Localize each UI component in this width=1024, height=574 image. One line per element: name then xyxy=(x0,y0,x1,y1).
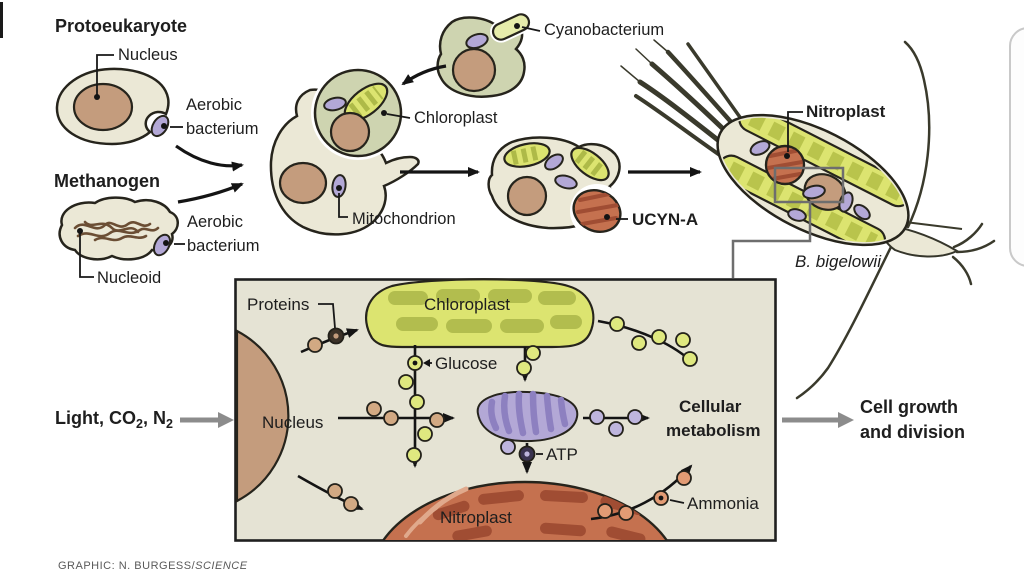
protoeukaryote-nucleus xyxy=(72,82,134,132)
atp-label: ATP xyxy=(546,445,578,464)
aerobic-bacterium-2 xyxy=(152,233,172,257)
protoeukaryote-cell xyxy=(55,67,170,146)
arrow-methanogen-to-host xyxy=(177,182,244,204)
output-annotation: Cell growth and division xyxy=(782,397,965,442)
aerobic-bacterium-callout-top: Aerobic bacterium xyxy=(161,96,258,138)
light-co2-n2-label: Light, CO2, N2 xyxy=(55,408,173,431)
inset-nucleus xyxy=(235,329,290,503)
cell-growth-label-line2: and division xyxy=(860,422,965,442)
glucose-callout: Glucose xyxy=(423,354,497,373)
stage3-cell xyxy=(487,136,624,238)
credit-line: GRAPHIC: N. BURGESS/SCIENCE xyxy=(58,560,248,572)
adjacent-card-edge xyxy=(1009,27,1024,267)
bigelowii-flagellum-lower xyxy=(795,231,900,400)
cyanobacterium-cell xyxy=(436,11,532,98)
mitochondrion-label: Mitochondrion xyxy=(352,210,456,228)
zoom-connector-line xyxy=(731,202,812,278)
aerobic-bacterium-label-line1: Aerobic xyxy=(186,96,242,114)
chloroplast-label: Chloroplast xyxy=(414,109,498,127)
ammonia-callout: Ammonia xyxy=(669,494,759,513)
arrow-protoeukaryote-to-host xyxy=(175,144,244,172)
methanogen-label: Methanogen xyxy=(54,171,160,191)
ucyn-callout: UCYN-A xyxy=(604,210,698,229)
proteins-label: Proteins xyxy=(247,295,309,314)
inset-chloroplast: Chloroplast xyxy=(364,278,595,349)
arrow-cyano-host-to-stage2 xyxy=(401,64,447,86)
cyanobacterium-callout: Cyanobacterium xyxy=(514,21,664,39)
methanogen-cell xyxy=(58,196,179,261)
bigelowii-flagellum-upper xyxy=(903,40,931,229)
inset-nitroplast-label: Nitroplast xyxy=(440,508,512,527)
ucyn-a-label: UCYN-A xyxy=(632,210,698,229)
protoeukaryote-label: Protoeukaryote xyxy=(55,16,187,36)
aerobic-bacterium2-label-line1: Aerobic xyxy=(187,213,243,231)
inset-chloroplast-label: Chloroplast xyxy=(424,295,510,314)
cyanobacterium-capsule xyxy=(490,11,532,43)
stage2-nucleus xyxy=(278,161,328,205)
aerobic-bacterium-1 xyxy=(150,114,170,138)
cellular-metabolism-label-line2: metabolism xyxy=(666,421,760,440)
aerobic-bacterium-callout-bottom: Aerobic bacterium xyxy=(163,213,259,255)
screen-edge-artifact xyxy=(0,2,3,38)
inset-nitroplast xyxy=(382,480,680,540)
inset-nucleus-label: Nucleus xyxy=(262,413,323,432)
metabolite-dots xyxy=(307,316,698,521)
cellular-metabolism-label-line1: Cellular xyxy=(679,397,742,416)
nitroplast-callout: Nitroplast xyxy=(784,102,886,159)
nucleus-callout: Nucleus xyxy=(94,46,178,100)
cyanobacterium-label: Cyanobacterium xyxy=(544,21,664,39)
nitroplast-label: Nitroplast xyxy=(806,102,886,121)
aerobic-bacterium-label-line2: bacterium xyxy=(186,120,258,138)
bigelowii-chloroplast-bands xyxy=(717,104,913,255)
glucose-label: Glucose xyxy=(435,354,497,373)
chloroplast-callout: Chloroplast xyxy=(381,109,498,127)
stage2-host-cell xyxy=(269,66,420,236)
cell-growth-label-line1: Cell growth xyxy=(860,397,958,417)
input-annotation: Light, CO2, N2 xyxy=(55,408,234,431)
aerobic-bacterium2-label-line2: bacterium xyxy=(187,237,259,255)
inset-panel: Chloroplast Nitroplast xyxy=(234,278,777,542)
b-bigelowii-label: B. bigelowii xyxy=(795,252,882,271)
nucleoid-label: Nucleoid xyxy=(97,269,161,287)
atp-callout: ATP xyxy=(536,445,578,464)
nucleoid-callout: Nucleoid xyxy=(77,228,161,287)
methanogen-nucleoid xyxy=(73,220,160,242)
mitochondrion-callout: Mitochondrion xyxy=(336,185,456,228)
nucleus-label: Nucleus xyxy=(118,46,178,64)
ammonia-label: Ammonia xyxy=(687,494,759,513)
proteins-callout: Proteins xyxy=(247,295,336,329)
inset-mitochondrion xyxy=(476,390,579,443)
